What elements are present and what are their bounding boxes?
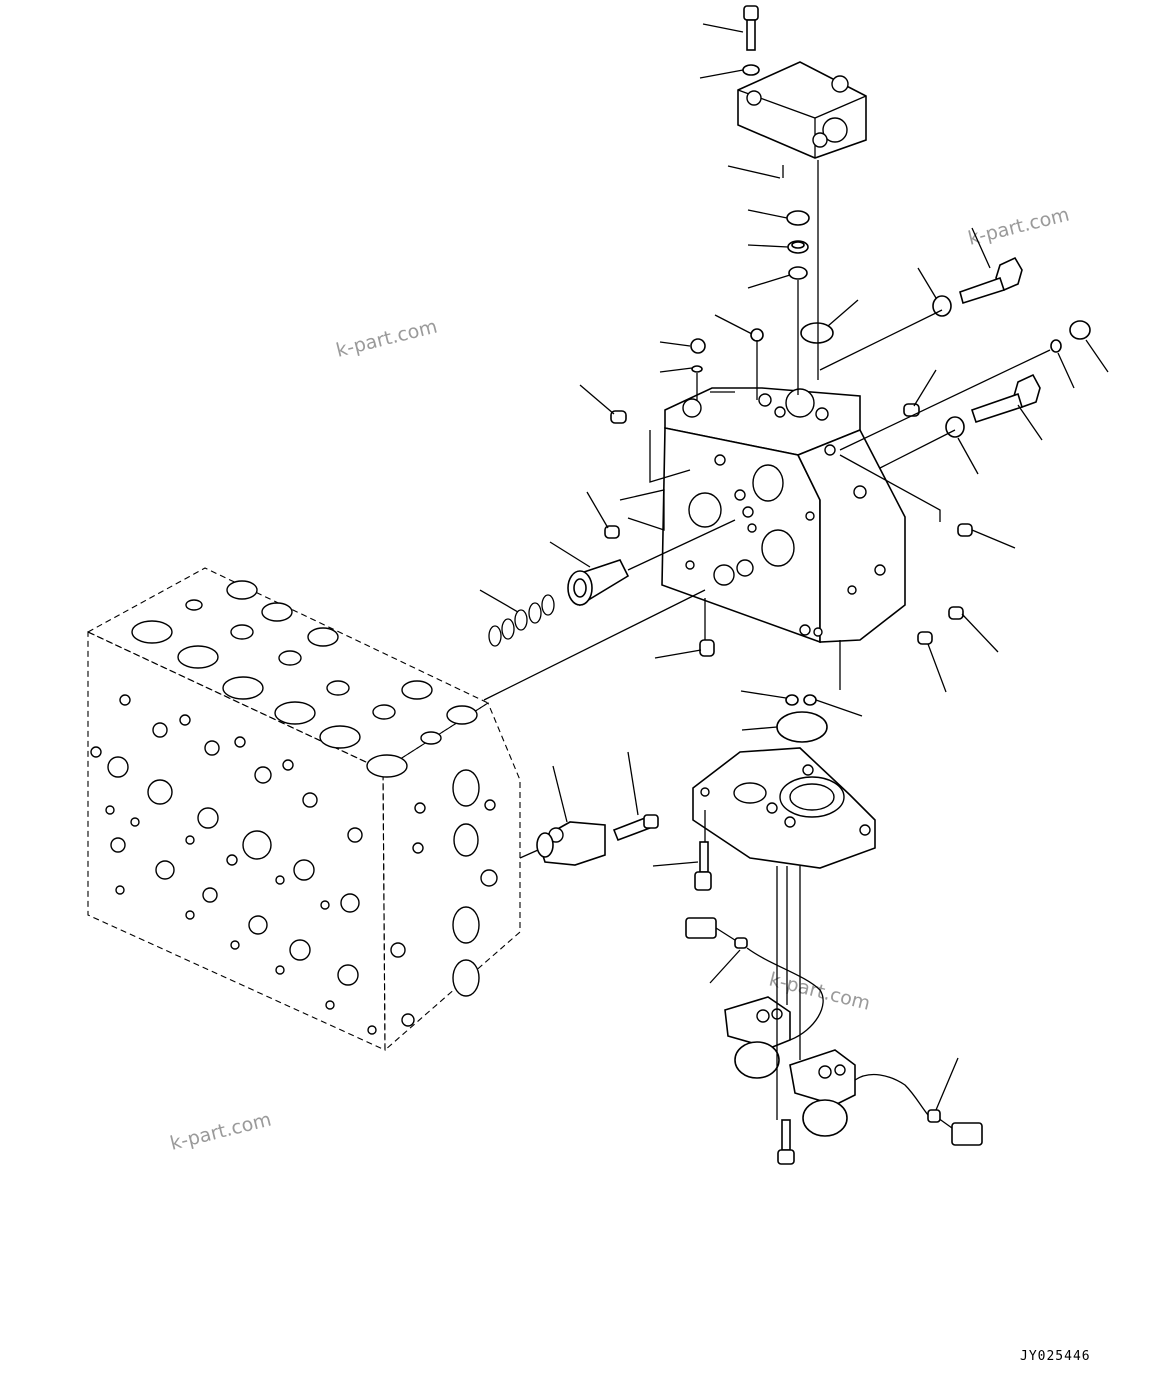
connector-lower [927, 1109, 983, 1146]
watermark-top-right: k-part.com [966, 203, 1072, 249]
solenoid-harness [746, 947, 929, 1116]
main-valve-block [86, 567, 521, 1052]
assembly-lines [483, 160, 1051, 1120]
connector-upper [685, 917, 748, 949]
spool [567, 559, 630, 607]
main-block-top-holes [131, 580, 478, 778]
lower-bolt [694, 841, 712, 891]
drawing-code: JY025446 [1020, 1349, 1091, 1364]
lower-orings [776, 694, 828, 743]
solenoid-right [789, 1049, 856, 1137]
plug-cap-screw-upper [750, 328, 764, 342]
watermark-bottom-left: k-part.com [168, 1108, 274, 1154]
main-block-front-holes [90, 694, 377, 1035]
top-cap-block [737, 61, 867, 159]
right-bolt-upper [932, 256, 1023, 317]
valve-section-block [661, 387, 906, 644]
lower-block [692, 747, 876, 869]
leader-lines [479, 23, 1109, 1111]
solenoid-bolt [777, 1119, 795, 1165]
spool-cover [536, 821, 606, 866]
watermark-top-left: k-part.com [334, 315, 440, 361]
plug-right-top [1050, 320, 1091, 353]
plug-small-mid-left [604, 525, 620, 539]
seal-stack [786, 210, 834, 344]
plug-small-lower [917, 631, 933, 645]
plug-small-lower-right [948, 606, 964, 620]
cover-bolt [612, 814, 659, 842]
plug-small-right-upper [903, 403, 920, 417]
washer-top [742, 64, 760, 76]
plug-small-right [957, 523, 973, 537]
main-block-side-holes [390, 769, 498, 1027]
cap-screw-top [743, 5, 759, 51]
solenoid-left [724, 996, 791, 1079]
right-bolt-lower [945, 373, 1041, 438]
plug-small-bottom [699, 639, 715, 657]
plug-small-upper-left [690, 338, 706, 373]
spring [488, 594, 555, 647]
plug-small-left [610, 410, 627, 424]
